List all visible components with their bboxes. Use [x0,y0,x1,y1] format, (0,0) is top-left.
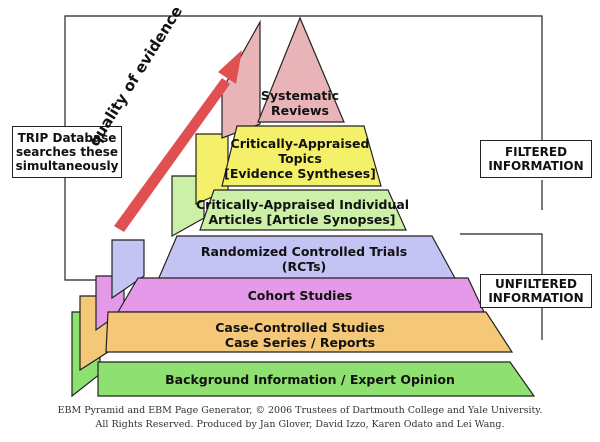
label-cohort-studies: Cohort Studies [247,288,353,303]
caption-line-2: All Rights Reserved. Produced by Jan Glo… [95,419,505,430]
side-face-pink [221,19,261,139]
tier-background [97,361,536,397]
label-background: Background Information / Expert Opinion [165,372,455,387]
tier-critically-appraised-articles [199,189,407,231]
quality-arrow [114,50,242,232]
label-rcts: Randomized Controlled Trials(RCTs) [200,244,408,274]
side-face-blue [111,239,145,300]
tier-case-controlled [105,311,514,353]
unfiltered-bracket-line [460,233,543,274]
caption-line-1: EBM Pyramid and EBM Page Generator, © 20… [57,405,543,416]
tier-systematic-reviews [257,16,345,123]
filtered-bracket-line [300,15,543,140]
tier-critically-appraised-topics [221,125,382,187]
